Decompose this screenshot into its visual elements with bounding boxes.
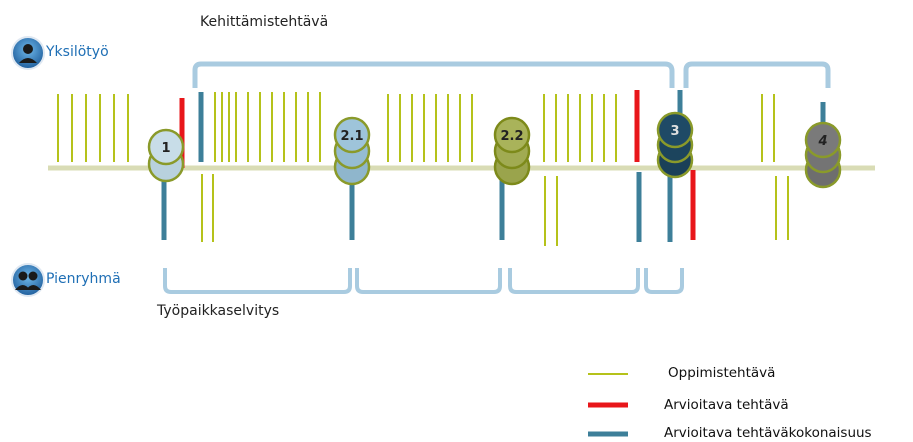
- node-2-1-label: 2.1: [340, 129, 363, 144]
- node-1-label: 1: [161, 141, 170, 156]
- bottom-brackets: [163, 268, 684, 294]
- individual-label: Yksilötyö: [46, 44, 109, 60]
- node-2-1: [333, 116, 371, 186]
- bottom-bracket-1: [163, 268, 352, 294]
- person-icon: [11, 36, 45, 70]
- learning-ticks-above: [57, 92, 775, 162]
- legend-label-learning: Oppimistehtävä: [668, 365, 776, 381]
- bottom-bracket-label: Työpaikkaselvitys: [157, 303, 280, 319]
- bottom-bracket-4: [644, 268, 684, 294]
- node-3-label: 3: [670, 124, 679, 139]
- group-icon: [11, 263, 45, 297]
- group-label: Pienryhmä: [46, 271, 121, 287]
- learning-ticks-below: [201, 174, 789, 246]
- bottom-bracket-3: [508, 268, 640, 294]
- legend-label-graded: Arvioitava tehtävä: [664, 397, 789, 413]
- node-1: [147, 128, 185, 183]
- node-4: [804, 121, 842, 189]
- node-3: [656, 111, 694, 179]
- node-2-2-label: 2.2: [500, 129, 523, 144]
- graded-whole-ticks: [161, 90, 826, 242]
- node-2-2: [493, 116, 531, 186]
- bottom-bracket-2: [355, 268, 502, 294]
- top-bracket-left: [192, 61, 675, 88]
- top-bracket-right: [683, 61, 831, 88]
- top-bracket-label: Kehittämistehtävä: [200, 14, 329, 30]
- legend-label-graded-whole: Arvioitava tehtäväkokonaisuus: [664, 425, 872, 441]
- node-4-label: 4: [817, 134, 827, 149]
